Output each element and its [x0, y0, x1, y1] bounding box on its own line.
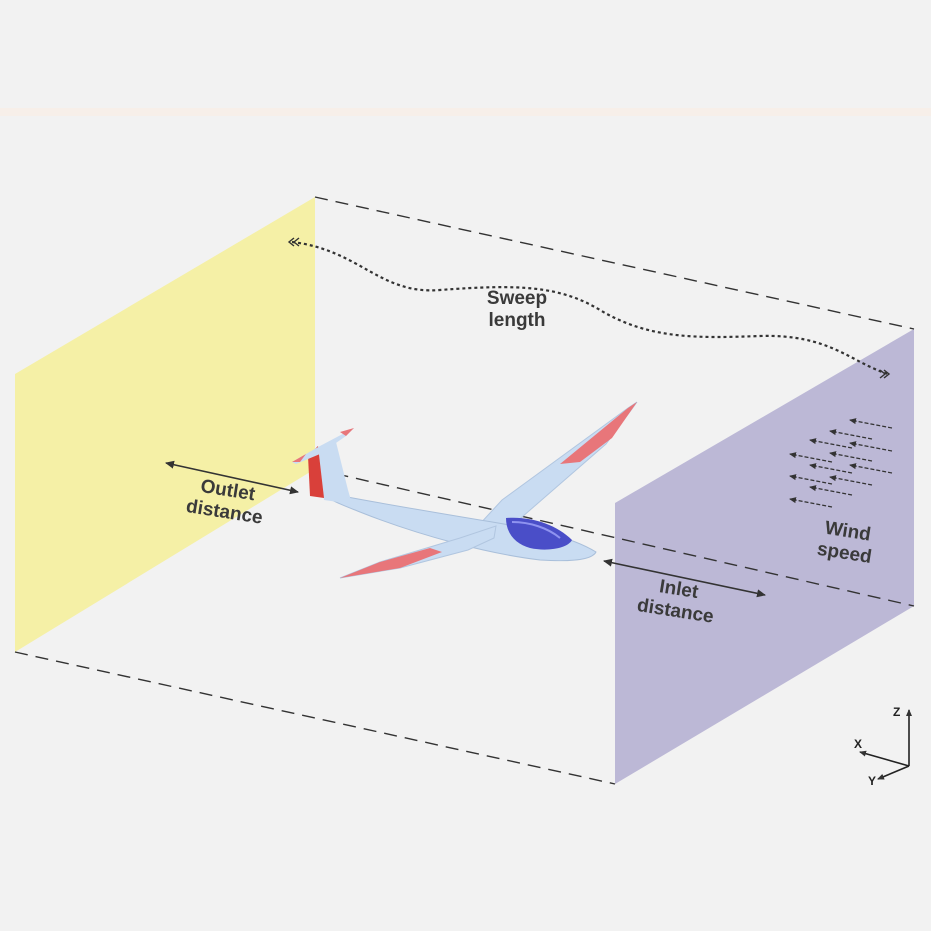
glider [292, 401, 638, 579]
inlet-plane [615, 329, 914, 784]
outlet-distance-arrow [165, 460, 299, 495]
sweep-start-chevrons [287, 237, 300, 247]
sweep-path [291, 240, 889, 376]
glider-tailplane [292, 428, 354, 464]
domain-edges [14, 196, 915, 785]
glider-wingtip-far [560, 402, 637, 464]
glider-canopy [506, 517, 572, 550]
sweep-end-chevrons [879, 369, 891, 379]
sweep-length-label: Sweep length [472, 288, 562, 332]
glider-rudder [308, 446, 324, 498]
centerline-edge [314, 468, 915, 607]
inlet-distance-arrow [603, 558, 766, 598]
top-band [0, 108, 931, 116]
y-axis-line [877, 765, 910, 780]
glider-wingtip-near [340, 548, 442, 578]
z-axis-label: Z [893, 705, 901, 719]
glider-tailplane-tip [292, 454, 306, 462]
sweep-label-line1: Sweep [486, 288, 548, 309]
top-far-edge [314, 196, 915, 330]
sweep-label-line2: length [488, 310, 546, 331]
x-axis-line [859, 750, 910, 767]
outlet-plane [15, 197, 315, 652]
bottom-near-edge [14, 651, 616, 785]
glider-tailplane-tip-far [340, 428, 354, 436]
wind-arrows [789, 418, 893, 508]
x-axis-label: X [854, 737, 863, 751]
axis-triad [859, 709, 912, 780]
glider-fin [318, 442, 352, 504]
y-axis-label: Y [868, 774, 877, 788]
